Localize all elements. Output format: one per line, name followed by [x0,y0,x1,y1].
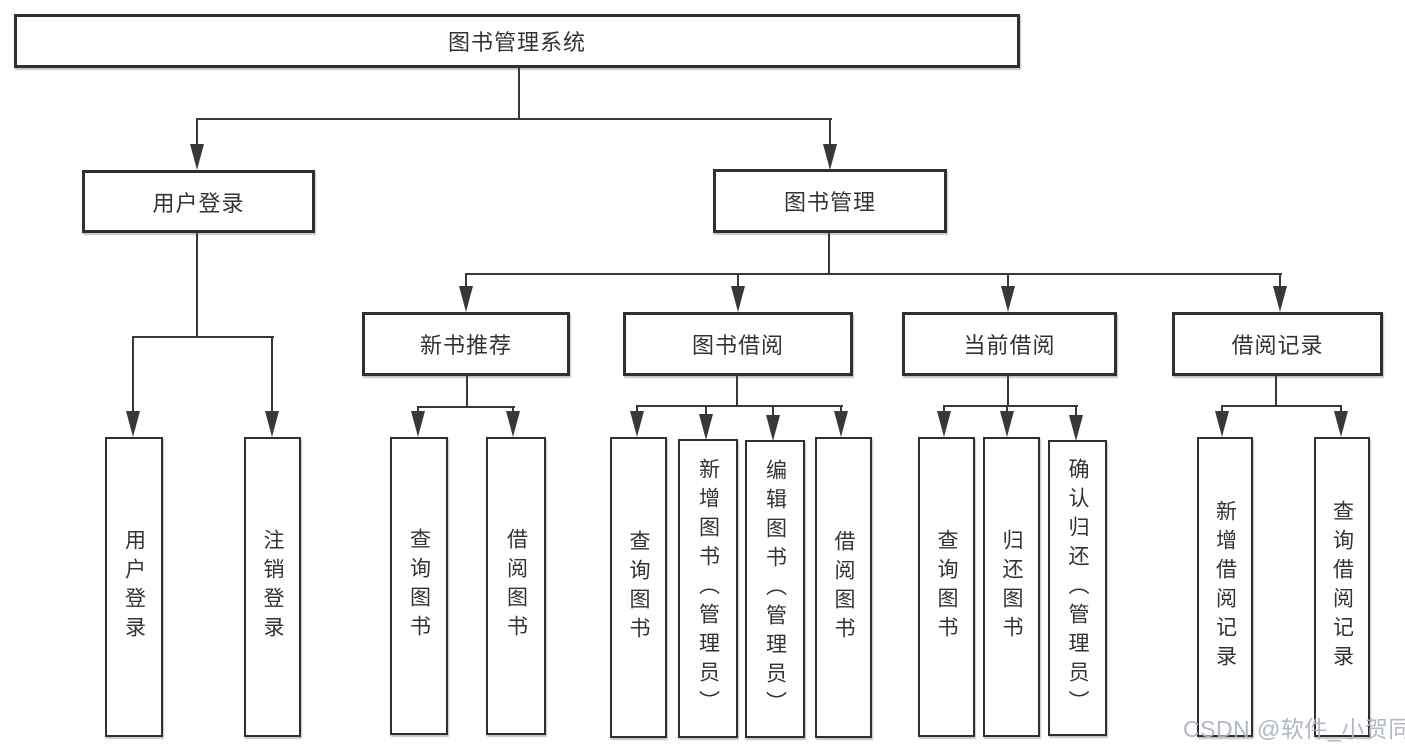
connector-line [840,405,842,415]
leaf-current-query-book-label: 查询图书 [935,529,958,645]
leaf-logout: 注销登录 [244,437,301,737]
leaf-user-login-label: 用户登录 [122,529,146,645]
leaf-add-borrow-record: 新增借阅记录 [1197,437,1253,737]
arrow-down-icon [1273,286,1287,312]
connector-line [1006,405,1008,415]
leaf-borrow-query-book: 查询图书 [610,437,667,738]
connector-line [943,405,1078,407]
leaf-recommend-query-book-label: 查询图书 [407,528,431,644]
connector-line [1075,405,1077,418]
arrow-down-icon [834,411,848,437]
arrow-down-icon [1069,415,1083,441]
connector-line [737,273,739,291]
arrow-down-icon [823,144,837,170]
connector-line [271,336,273,416]
node-book-borrow: 图书借阅 [623,312,853,376]
connector-line [736,376,738,407]
node-borrow-records-label: 借阅记录 [1231,333,1324,358]
connector-line [705,405,707,417]
node-current-borrow: 当前借阅 [902,312,1117,376]
leaf-recommend-query-book: 查询图书 [390,437,448,735]
connector-line [1221,405,1342,407]
connector-line [196,118,198,148]
arrow-down-icon [1215,411,1229,437]
connector-line [466,376,468,408]
arrow-down-icon [630,411,644,437]
node-book-borrow-label: 图书借阅 [691,333,784,358]
connector-line [465,273,467,291]
leaf-edit-book-admin: 编辑图书（管理员） [745,440,805,738]
connector-line [772,405,774,418]
leaf-user-login: 用户登录 [105,437,163,737]
connector-line [1340,405,1342,415]
node-book-management-label: 图书管理 [783,190,876,215]
arrow-down-icon [699,414,713,440]
connector-line [465,273,1282,275]
node-book-management: 图书管理 [713,169,947,233]
leaf-logout-label: 注销登录 [261,529,284,645]
connector-line [1007,376,1009,407]
arrow-down-icon [126,411,140,437]
arrow-down-icon [506,411,520,437]
connector-line [132,336,134,416]
connector-line [196,118,832,120]
leaf-query-borrow-record: 查询借阅记录 [1314,437,1370,737]
leaf-recommend-borrow-book-label: 借阅图书 [504,528,528,644]
arrow-down-icon [190,144,204,170]
node-root-label: 图书管理系统 [447,30,586,55]
leaf-add-book-admin-label: 新增图书（管理员） [696,458,720,719]
node-new-book-recommend-label: 新书推荐 [419,333,512,358]
leaf-add-book-admin: 新增图书（管理员） [678,439,738,738]
connector-line [1279,273,1281,291]
node-user-login: 用户登录 [82,170,315,233]
connector-line [132,336,274,338]
leaf-return-book: 归还图书 [983,437,1040,737]
arrow-down-icon [1334,411,1348,437]
connector-line [518,67,520,120]
leaf-borrow-book-label: 借阅图书 [832,529,855,646]
arrow-down-icon [1001,286,1015,312]
arrow-down-icon [1000,411,1014,437]
connector-line [196,233,198,338]
node-new-book-recommend: 新书推荐 [362,312,570,376]
connector-line [1007,273,1009,291]
connector-line [943,405,945,415]
connector-line [828,232,830,275]
node-user-login-label: 用户登录 [152,190,245,216]
node-borrow-records: 借阅记录 [1172,312,1383,376]
leaf-borrow-book: 借阅图书 [815,437,872,738]
connector-line [417,406,515,408]
leaf-confirm-return-admin: 确认归还（管理员） [1048,440,1107,736]
leaf-return-book-label: 归还图书 [1000,529,1023,645]
arrow-down-icon [766,415,780,441]
arrow-down-icon [937,411,951,437]
arrow-down-icon [459,286,473,312]
leaf-current-query-book: 查询图书 [918,437,975,737]
arrow-down-icon [731,286,745,312]
connector-line [1221,405,1223,415]
leaf-borrow-query-book-label: 查询图书 [627,529,650,646]
arrow-down-icon [411,411,425,437]
leaf-confirm-return-admin-label: 确认归还（管理员） [1066,457,1089,719]
node-root: 图书管理系统 [14,14,1020,68]
leaf-recommend-borrow-book: 借阅图书 [486,437,546,735]
connector-line [1275,376,1277,407]
csdn-watermark: CSDN @软件_小贺同学 [1183,716,1405,742]
connector-line [636,405,638,415]
leaf-edit-book-admin-label: 编辑图书（管理员） [763,458,787,720]
leaf-query-borrow-record-label: 查询借阅记录 [1330,500,1354,674]
connector-line [636,405,843,407]
node-current-borrow-label: 当前借阅 [963,333,1056,358]
arrow-down-icon [265,411,279,437]
leaf-add-borrow-record-label: 新增借阅记录 [1213,500,1237,674]
connector-line [829,118,831,148]
